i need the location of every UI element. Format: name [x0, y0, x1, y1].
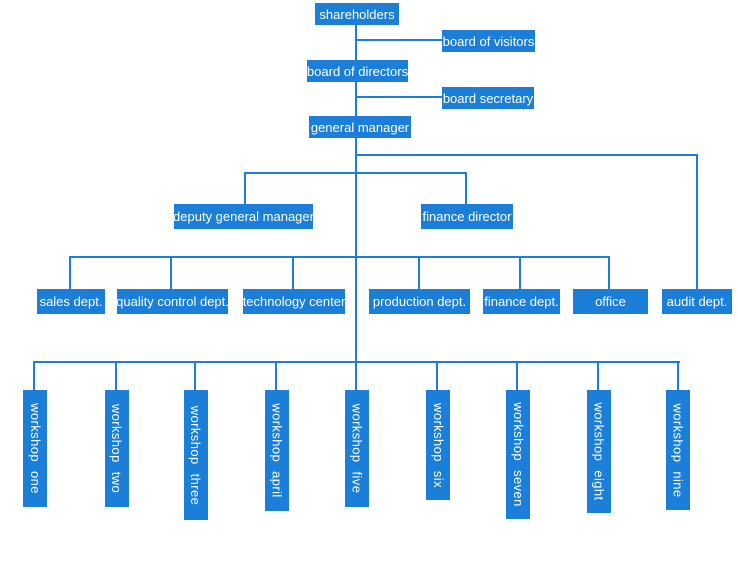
connector-drop-workshop-nine — [677, 361, 679, 391]
connector-drop-audit-dept — [696, 154, 698, 289]
node-label: workshop two — [109, 403, 125, 494]
node-shareholders[interactable]: shareholders — [315, 3, 399, 25]
connector-branch-departments — [69, 256, 610, 258]
connector-drop-deputy-general-manager — [244, 172, 246, 204]
node-label: workshop one — [27, 403, 43, 494]
node-finance-dept[interactable]: finance dept. — [483, 289, 560, 314]
connector-drop-finance-director — [465, 172, 467, 204]
node-board-of-visitors[interactable]: board of visitors — [442, 30, 535, 52]
node-workshop-nine[interactable]: workshop nine — [666, 390, 690, 510]
node-label: workshop seven — [510, 402, 526, 507]
node-finance-director[interactable]: finance director — [421, 204, 513, 229]
node-workshop-eight[interactable]: workshop eight — [587, 390, 611, 513]
connector-drop-technology-center — [292, 256, 294, 289]
connector-drop-production-dept — [418, 256, 420, 289]
node-label: workshop three — [188, 405, 204, 505]
connector-drop-workshop-one — [33, 361, 35, 391]
node-deputy-general-manager[interactable]: deputy general manager — [173, 204, 314, 229]
connector-drop-finance-dept — [519, 256, 521, 289]
node-board-secretary[interactable]: board secretary — [442, 87, 534, 109]
node-workshop-april[interactable]: workshop april — [265, 390, 289, 511]
connector-to-board-secretary — [356, 96, 442, 98]
node-production-dept[interactable]: production dept. — [369, 289, 470, 314]
connector-branch-deputy-finance — [244, 172, 467, 174]
node-workshop-three[interactable]: workshop three — [184, 390, 208, 520]
node-workshop-one[interactable]: workshop one — [23, 390, 47, 507]
node-sales-dept[interactable]: sales dept. — [37, 289, 105, 314]
node-workshop-six[interactable]: workshop six — [426, 390, 450, 500]
connector-drop-workshop-six — [436, 361, 438, 391]
node-label: workshop five — [349, 403, 365, 494]
connector-to-board-of-visitors — [356, 39, 442, 41]
node-label: workshop eight — [591, 402, 607, 501]
connector-drop-office — [608, 256, 610, 289]
node-label: workshop april — [269, 403, 285, 498]
connector-drop-workshop-eight — [597, 361, 599, 391]
connector-drop-workshop-two — [115, 361, 117, 391]
connector-drop-workshop-three — [194, 361, 196, 391]
node-label: workshop six — [430, 402, 446, 488]
node-quality-control-dept[interactable]: quality control dept. — [116, 289, 229, 314]
node-workshop-seven[interactable]: workshop seven — [506, 390, 530, 519]
connector-general-manager-spine — [355, 138, 357, 363]
connector-shareholders-to-directors — [355, 25, 357, 60]
connector-drop-workshop-april — [275, 361, 277, 391]
node-office[interactable]: office — [573, 289, 648, 314]
node-technology-center[interactable]: technology center — [243, 289, 345, 314]
node-workshop-two[interactable]: workshop two — [105, 390, 129, 507]
node-audit-dept[interactable]: audit dept. — [662, 289, 732, 314]
node-general-manager[interactable]: general manager — [309, 116, 411, 138]
connector-drop-workshop-five — [355, 361, 357, 391]
connector-branch-audit — [356, 154, 698, 156]
connector-drop-workshop-seven — [516, 361, 518, 391]
connector-directors-to-general-manager — [355, 82, 357, 116]
node-workshop-five[interactable]: workshop five — [345, 390, 369, 507]
node-label: workshop nine — [670, 402, 686, 498]
node-board-of-directors[interactable]: board of directors — [307, 60, 408, 82]
connector-drop-quality-control-dept — [170, 256, 172, 289]
connector-drop-sales-dept — [69, 256, 71, 289]
